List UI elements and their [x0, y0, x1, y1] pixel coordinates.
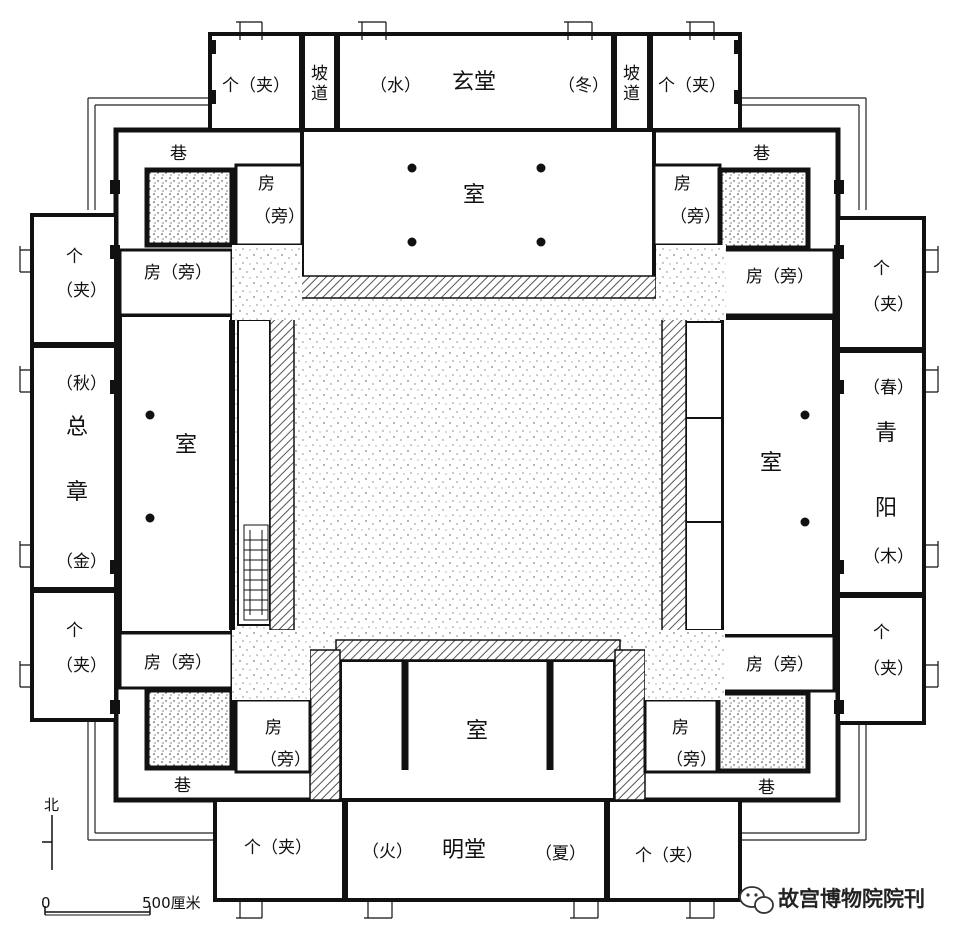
scale-bar-end: 500厘米 — [142, 894, 201, 912]
room-label-sw-vert-2: （旁） — [260, 750, 311, 770]
north-right-ramp-label-1: 坡 — [623, 64, 640, 84]
scale-bar: 0 500厘米 — [41, 894, 201, 916]
west-hatched-wall — [269, 311, 295, 631]
corner-rooms — [118, 163, 836, 774]
south-hatched-wall-left — [309, 649, 341, 801]
corner-courtyard-pads — [232, 245, 726, 700]
east-chamber — [720, 316, 836, 638]
west-south-side-jia: （夹） — [56, 656, 107, 676]
north-water-label: （水） — [370, 76, 421, 96]
east-corridor — [685, 321, 723, 631]
west-south-side-ge: 个 — [66, 621, 83, 641]
south-chamber-label: 室 — [466, 719, 488, 744]
north-left-ramp-label-2: 道 — [311, 84, 328, 104]
east-spring-label: （春） — [863, 378, 914, 398]
south-hall-name: 明堂 — [442, 838, 486, 863]
west-chamber — [118, 313, 234, 635]
west-hall-block — [30, 213, 118, 722]
lane-label-ne: 巷 — [753, 144, 770, 164]
north-wing — [208, 32, 742, 299]
west-chamber-label: 室 — [175, 433, 197, 458]
east-hall-name-1: 青 — [875, 421, 897, 446]
south-fire-label: （火） — [362, 842, 413, 862]
north-right-side-label: 个（夹） — [658, 76, 726, 96]
room-label-nw-vert-2: （旁） — [254, 207, 305, 227]
north-arrow-label: 北 — [44, 796, 59, 814]
south-hatched-wall-top — [335, 639, 621, 661]
room-label-sw-horiz: 房（旁） — [144, 653, 212, 673]
south-wing — [213, 639, 742, 902]
north-winter-label: （冬） — [558, 76, 609, 96]
south-hatched-wall-right — [614, 649, 646, 801]
east-chamber-label: 室 — [760, 451, 782, 476]
room-label-sw-vert-1: 房 — [265, 718, 282, 738]
north-left-side-label: 个（夹） — [222, 76, 290, 96]
west-metal-label: （金） — [56, 552, 107, 572]
lane-label-nw: 巷 — [170, 144, 187, 164]
south-summer-label: （夏） — [535, 844, 586, 864]
north-right-ramp-label-2: 道 — [623, 84, 640, 104]
south-right-side-label: 个（夹） — [635, 846, 703, 866]
lane-label-se: 巷 — [758, 778, 775, 798]
east-wood-label: （木） — [863, 547, 914, 567]
corner-light-wells — [144, 167, 811, 774]
west-hall-name-2: 章 — [66, 480, 88, 505]
wall-pillars — [110, 40, 844, 714]
east-south-side-ge: 个 — [873, 623, 890, 643]
south-hall-block — [213, 798, 742, 902]
west-north-side-ge: 个 — [66, 247, 83, 267]
north-hatched-wall — [299, 275, 657, 299]
east-north-side-ge: 个 — [873, 259, 890, 279]
door-marks — [19, 21, 939, 919]
room-label-nw-horiz: 房（旁） — [144, 263, 212, 283]
east-north-side-jia: （夹） — [863, 295, 914, 315]
room-label-ne-vert-1: 房 — [674, 174, 691, 194]
room-label-ne-vert-2: （旁） — [670, 207, 721, 227]
room-label-nw-vert-1: 房 — [258, 174, 275, 194]
outer-platform-outline — [87, 97, 867, 841]
west-stair — [243, 524, 269, 621]
columns — [145, 163, 810, 527]
wechat-icon — [739, 886, 774, 914]
south-left-side-label: 个（夹） — [244, 838, 312, 858]
north-hall-name: 玄堂 — [452, 70, 496, 95]
west-autumn-label: （秋） — [56, 374, 107, 394]
lane-label-sw: 巷 — [174, 776, 191, 796]
room-label-se-vert-2: （旁） — [666, 750, 717, 770]
east-hall-block — [836, 216, 926, 725]
watermark-text: 故宫博物院院刊 — [778, 887, 925, 911]
north-left-ramp-label-1: 坡 — [311, 64, 328, 84]
west-north-side-jia: （夹） — [56, 281, 107, 301]
room-label-se-horiz: 房（旁） — [746, 655, 814, 675]
west-hall-name-1: 总 — [66, 415, 88, 440]
watermark: 故宫博物院院刊 — [739, 886, 925, 914]
room-label-ne-horiz: 房（旁） — [746, 267, 814, 287]
scale-bar-zero: 0 — [41, 894, 51, 912]
east-hall-name-2: 阳 — [875, 496, 897, 521]
east-south-side-jia: （夹） — [863, 659, 914, 679]
central-courtyard — [232, 245, 726, 700]
labels: 个（夹） 坡 道 （水） 玄堂 （冬） 坡 道 个（夹） 室 巷 巷 巷 巷 房… — [56, 64, 914, 866]
east-hatched-wall — [661, 317, 687, 635]
north-chamber-label: 室 — [463, 183, 485, 208]
room-label-se-vert-1: 房 — [672, 718, 689, 738]
north-arrow: 北 — [42, 796, 59, 870]
